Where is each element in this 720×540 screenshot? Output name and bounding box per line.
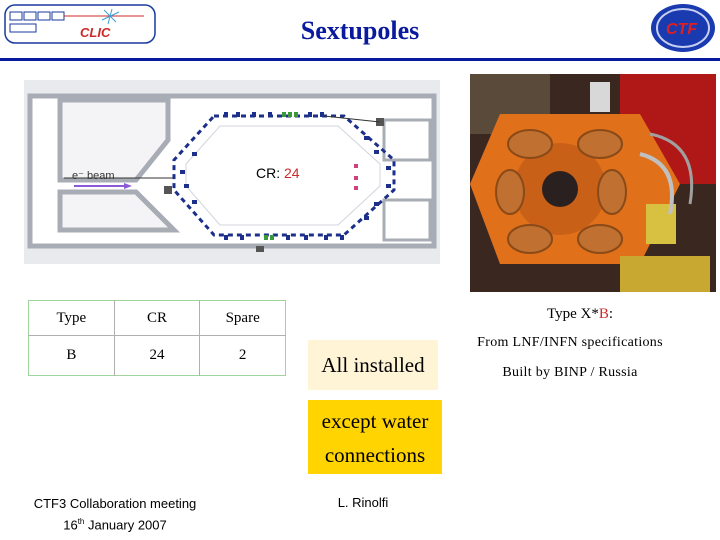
table-cell-spare: 2 <box>199 335 286 376</box>
type-suffix: : <box>608 306 614 322</box>
table-row: B 24 2 <box>29 335 286 376</box>
sextupole-photo <box>470 74 716 292</box>
cr-label-text: CR: <box>256 165 281 181</box>
date-suffix: th <box>77 517 85 526</box>
builder-label: Built by BINP / Russia <box>502 365 638 380</box>
type-prefix: Type X* <box>546 306 599 322</box>
type-highlight: B <box>598 306 609 322</box>
clic-logo: CLIC <box>4 4 156 44</box>
magnet-type-label: Type X*B: <box>520 306 640 323</box>
table-cell-type: B <box>66 347 77 363</box>
sextupole-count-table: Type CR Spare B 24 2 <box>28 300 286 376</box>
table-header-type: Type <box>28 300 115 336</box>
combiner-ring-schematic <box>24 80 440 264</box>
date-day: 16 <box>63 517 78 533</box>
page-title: Sextupoles <box>300 16 420 45</box>
footer-author: L. Rinolfi <box>337 495 389 510</box>
cr-count-label: CR: 24 <box>256 165 300 181</box>
date-rest: January 2007 <box>84 517 167 533</box>
title-divider <box>0 58 720 61</box>
exception-line-1: except water <box>321 409 429 433</box>
exception-line-2: connections <box>324 443 426 467</box>
table-cell-cr: 24 <box>113 335 200 376</box>
table-header-spare: Spare <box>199 300 286 336</box>
cr-count-value: 24 <box>284 165 300 181</box>
meeting-name: CTF3 Collaboration meeting <box>33 496 197 511</box>
ctf-logo-text: CTF <box>666 21 698 38</box>
clic-logo-text: CLIC <box>80 25 111 40</box>
beam-label: e⁻ beam <box>72 170 115 182</box>
table-header-row: Type CR Spare <box>28 300 286 336</box>
specification-origin: From LNF/INFN specifications <box>477 335 663 350</box>
table-header-cr: CR <box>113 300 200 336</box>
installed-status: All installed <box>308 340 438 390</box>
exception-note: except water connections <box>308 400 442 474</box>
meeting-date: 16th January 2007 <box>20 513 210 534</box>
ctf-logo: CTF <box>648 2 718 54</box>
footer-meeting: CTF3 Collaboration meeting 16th January … <box>20 495 210 534</box>
